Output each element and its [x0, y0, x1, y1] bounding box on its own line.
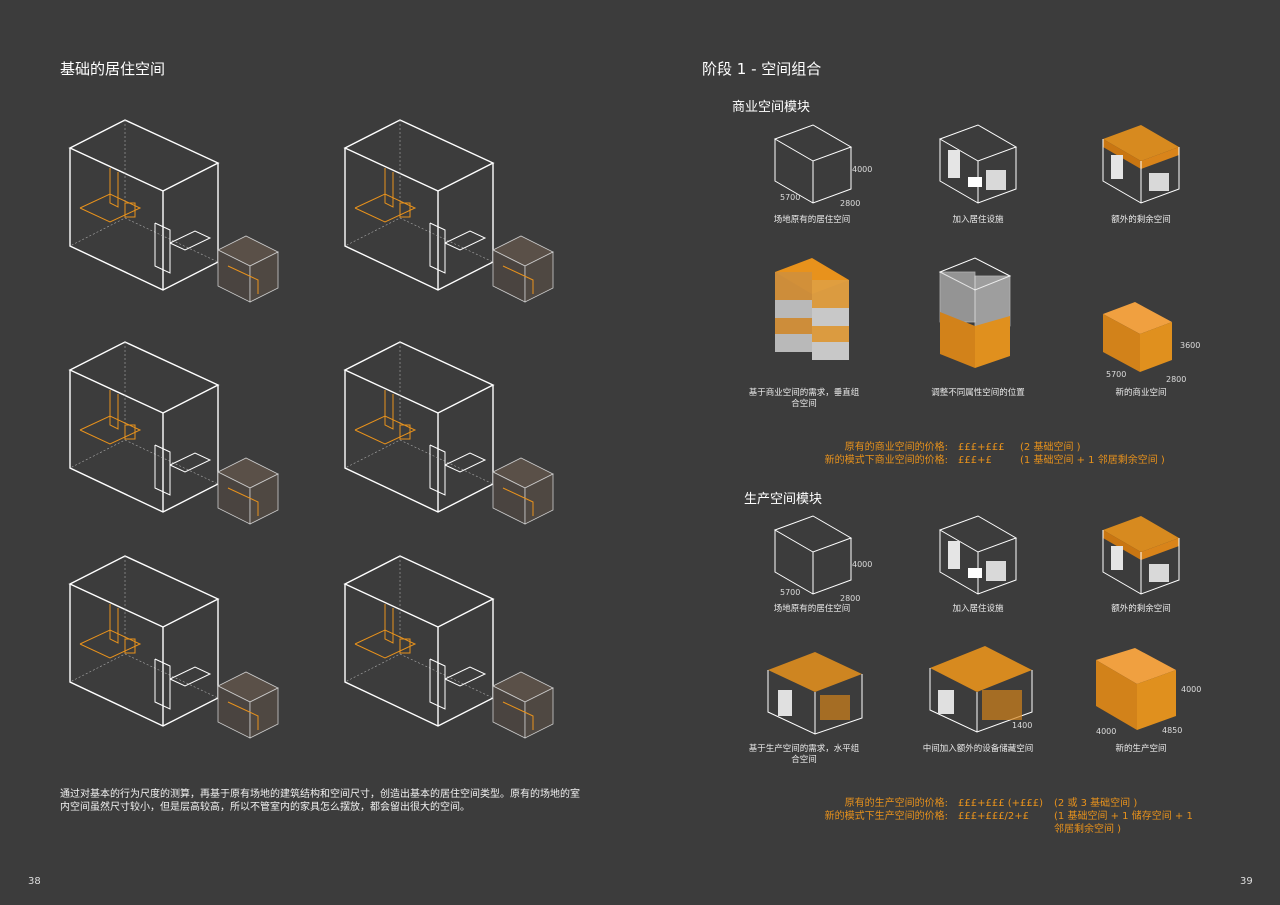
room-diagram-6	[344, 555, 554, 739]
left-page-title: 基础的居住空间	[60, 60, 166, 78]
production-price-note-2: (1 基础空间 + 1 储存空间 + 1 邻居剩余空间 )	[1054, 811, 1193, 835]
left-page-description: 通过对基本的行为尺度的测算，再基于原有场地的建筑结构和空间尺寸，创造出基本的居住…	[60, 789, 580, 813]
dim-width-1: 5700	[780, 193, 800, 202]
dim-middle: 1400	[1012, 721, 1032, 730]
middle-storage-diagram	[929, 646, 1033, 733]
caption-c4: 基于商业空间的需求，垂直组合空间	[748, 388, 860, 409]
dim-height-3: 4000	[852, 560, 872, 569]
production-price-value-1: £££+£££ (+£££)	[958, 798, 1043, 809]
caption-p1: 场地原有的居住空间	[773, 604, 851, 614]
caption-p5: 中间加入额外的设备储藏空间	[922, 744, 1034, 754]
dim-height-2: 3600	[1180, 341, 1200, 350]
stacked-vertical-diagram	[775, 258, 849, 360]
caption-c5: 调整不同属性空间的位置	[931, 388, 1025, 398]
dim-height-4: 4000	[1181, 685, 1201, 694]
commercial-price-note-2: (1 基础空间 + 1 邻居剩余空间 )	[1020, 455, 1165, 466]
commercial-price-note-1: (2 基础空间 )	[1020, 442, 1081, 453]
room-diagram-5	[69, 555, 279, 739]
caption-p3: 额外的剩余空间	[1111, 604, 1171, 614]
horizontal-combination-diagram	[767, 652, 863, 735]
room-diagram-3	[69, 341, 279, 525]
dim-width-3: 5700	[780, 588, 800, 597]
caption-p2: 加入居住设施	[952, 604, 1004, 614]
right-page-title: 阶段 1 - 空间组合	[702, 60, 822, 78]
commercial-price-value-2: £££+£	[958, 455, 992, 466]
caption-c2: 加入居住设施	[952, 215, 1004, 225]
room-diagram-1	[69, 119, 279, 303]
production-price-value-2: £££+£££/2+£	[958, 811, 1030, 822]
production-price-note-1: (2 或 3 基础空间 )	[1054, 798, 1138, 809]
dim-width-2: 5700	[1106, 370, 1126, 379]
room-diagram-4	[344, 341, 554, 525]
production-price-label-2: 新的模式下生产空间的价格:	[824, 811, 948, 822]
caption-c1: 场地原有的居住空间	[773, 215, 851, 225]
caption-p4: 基于生产空间的需求，水平组合空间	[748, 744, 860, 765]
page-number-right: 39	[1240, 876, 1253, 887]
new-production-block	[1096, 648, 1176, 730]
caption-c3: 额外的剩余空间	[1111, 215, 1171, 225]
commercial-price-label-2: 新的模式下商业空间的价格:	[824, 455, 948, 466]
dim-width-4: 4000	[1096, 727, 1116, 736]
page-number-left: 38	[28, 876, 41, 887]
dim-depth-2: 2800	[1166, 375, 1186, 384]
commercial-heading: 商业空间模块	[732, 100, 811, 115]
new-commercial-block	[1103, 302, 1172, 372]
production-price-label-1: 原有的生产空间的价格:	[844, 798, 948, 809]
dim-height-1: 4000	[852, 165, 872, 174]
caption-p6: 新的生产空间	[1115, 744, 1167, 754]
caption-c6: 新的商业空间	[1115, 388, 1167, 398]
adjusted-position-diagram	[938, 257, 1012, 368]
dim-depth-1: 2800	[840, 199, 860, 208]
room-diagram-2	[344, 119, 554, 303]
dim-depth-4: 4850	[1162, 726, 1182, 735]
dim-depth-3: 2800	[840, 594, 860, 603]
commercial-price-label-1: 原有的商业空间的价格:	[844, 442, 948, 453]
commercial-price-value-1: £££+£££	[958, 442, 1005, 453]
production-heading: 生产空间模块	[744, 492, 823, 507]
